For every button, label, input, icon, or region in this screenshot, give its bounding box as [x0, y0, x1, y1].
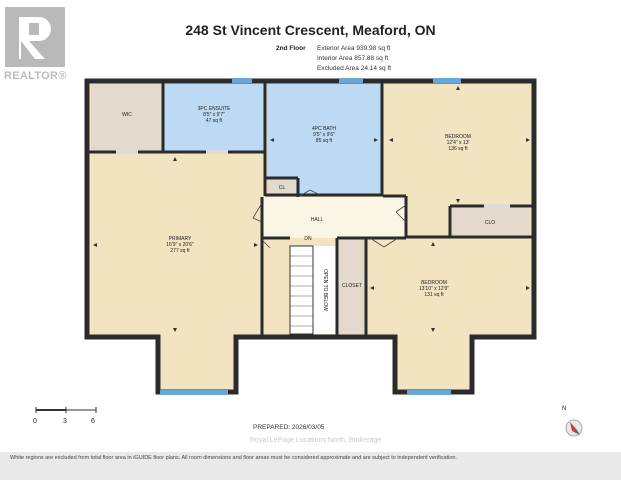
room-name: 4PC BATH: [311, 126, 337, 132]
hall-fill: [262, 197, 406, 238]
realtor-logo: REALTOR®: [2, 4, 74, 88]
room-name: BEDROOM: [445, 134, 471, 140]
room-label-primary: PRIMARY 16'9" x 20'6" 277 sq ft: [150, 236, 210, 254]
door-swings: [252, 189, 407, 249]
room-label-dn: DN: [298, 236, 318, 242]
compass-north-label: N: [562, 406, 567, 412]
room-dimensions: 13'10" x 12'9": [418, 286, 450, 292]
exterior-area: Exterior Area 939.98 sq ft: [317, 45, 391, 52]
room-label-closet: CLOSET: [338, 283, 366, 289]
realtor-r-icon: [19, 17, 51, 59]
clo-fill: [452, 208, 530, 235]
room-name: CL: [278, 185, 286, 191]
room-label-cl: CL: [272, 185, 292, 191]
room-area: 131 sq ft: [424, 292, 444, 298]
scale-label-6: 6: [91, 418, 95, 425]
room-label-ensuite: 3PC ENSUITE 8'5" x 9'7" 47 sq ft: [184, 106, 244, 124]
footer-bar: [0, 452, 621, 480]
room-name: BEDROOM: [421, 280, 447, 286]
compass-icon: [565, 419, 583, 437]
stairs: [289, 245, 314, 335]
room-name: 3PC ENSUITE: [197, 106, 231, 112]
room-label-wic: WIC: [112, 112, 142, 118]
door-openings: [116, 150, 510, 208]
room-label-hall: HALL: [302, 217, 332, 223]
room-dimensions: 9'5" x 9'6": [313, 132, 335, 138]
room-label-bedroom-2: BEDROOM 13'10" x 12'9" 131 sq ft: [404, 280, 464, 298]
dimension-arrows: [93, 86, 530, 332]
open-to-below-fill: [313, 246, 337, 334]
room-label-clo: CLO: [475, 220, 505, 226]
compass: N: [557, 406, 593, 451]
prepared-date: PREPARED: 2026/03/05: [253, 424, 325, 431]
cl-fill: [268, 179, 296, 197]
room-area: 136 sq ft: [448, 146, 468, 152]
ensuite-fill: [164, 84, 264, 151]
room-dimensions: 8'5" x 9'7": [203, 112, 225, 118]
windows: [160, 78, 461, 395]
scale-label-0: 0: [33, 418, 37, 425]
scale-bar: [35, 407, 97, 413]
room-name: PRIMARY: [168, 236, 192, 242]
room-name: HALL: [310, 217, 324, 223]
room-dimensions: 16'9" x 20'6": [166, 242, 194, 248]
room-name: CLOSET: [341, 283, 362, 289]
excluded-area: Excluded Area 24.14 sq ft: [317, 65, 392, 72]
realtor-logo-text: REALTOR®: [4, 70, 67, 82]
room-area: 277 sq ft: [170, 248, 190, 254]
floor-label: 2nd Floor: [276, 45, 306, 52]
room-dimensions: 12'4" x 13': [446, 140, 470, 146]
bath-fill: [267, 84, 381, 194]
realtor-logo-mark: [5, 7, 65, 67]
room-name: CLO: [484, 220, 496, 226]
wic-fill: [91, 84, 162, 151]
exterior-wall: [84, 78, 537, 395]
room-name: OPEN TO BELOW: [322, 269, 328, 311]
stairs-direction: DN: [304, 236, 312, 242]
scale-label-3: 3: [63, 418, 67, 425]
interior-area: Interior Area 857.88 sq ft: [317, 55, 389, 62]
closet-fill: [339, 238, 365, 334]
room-area: 47 sq ft: [205, 118, 223, 124]
room-label-bath: 4PC BATH 9'5" x 9'6" 85 sq ft: [294, 126, 354, 144]
room-label-open-to-below: OPEN TO BELOW: [322, 262, 328, 318]
footer-note: White regions are excluded from total fl…: [10, 455, 457, 461]
room-name: WIC: [122, 112, 132, 118]
brokerage-watermark: Royal LePage Locations North, Brokerage: [250, 437, 382, 444]
page-title: 248 St Vincent Crescent, Meaford, ON: [185, 22, 436, 38]
room-label-bedroom-1: BEDROOM 12'4" x 13' 136 sq ft: [428, 134, 488, 152]
room-area: 85 sq ft: [315, 138, 333, 144]
